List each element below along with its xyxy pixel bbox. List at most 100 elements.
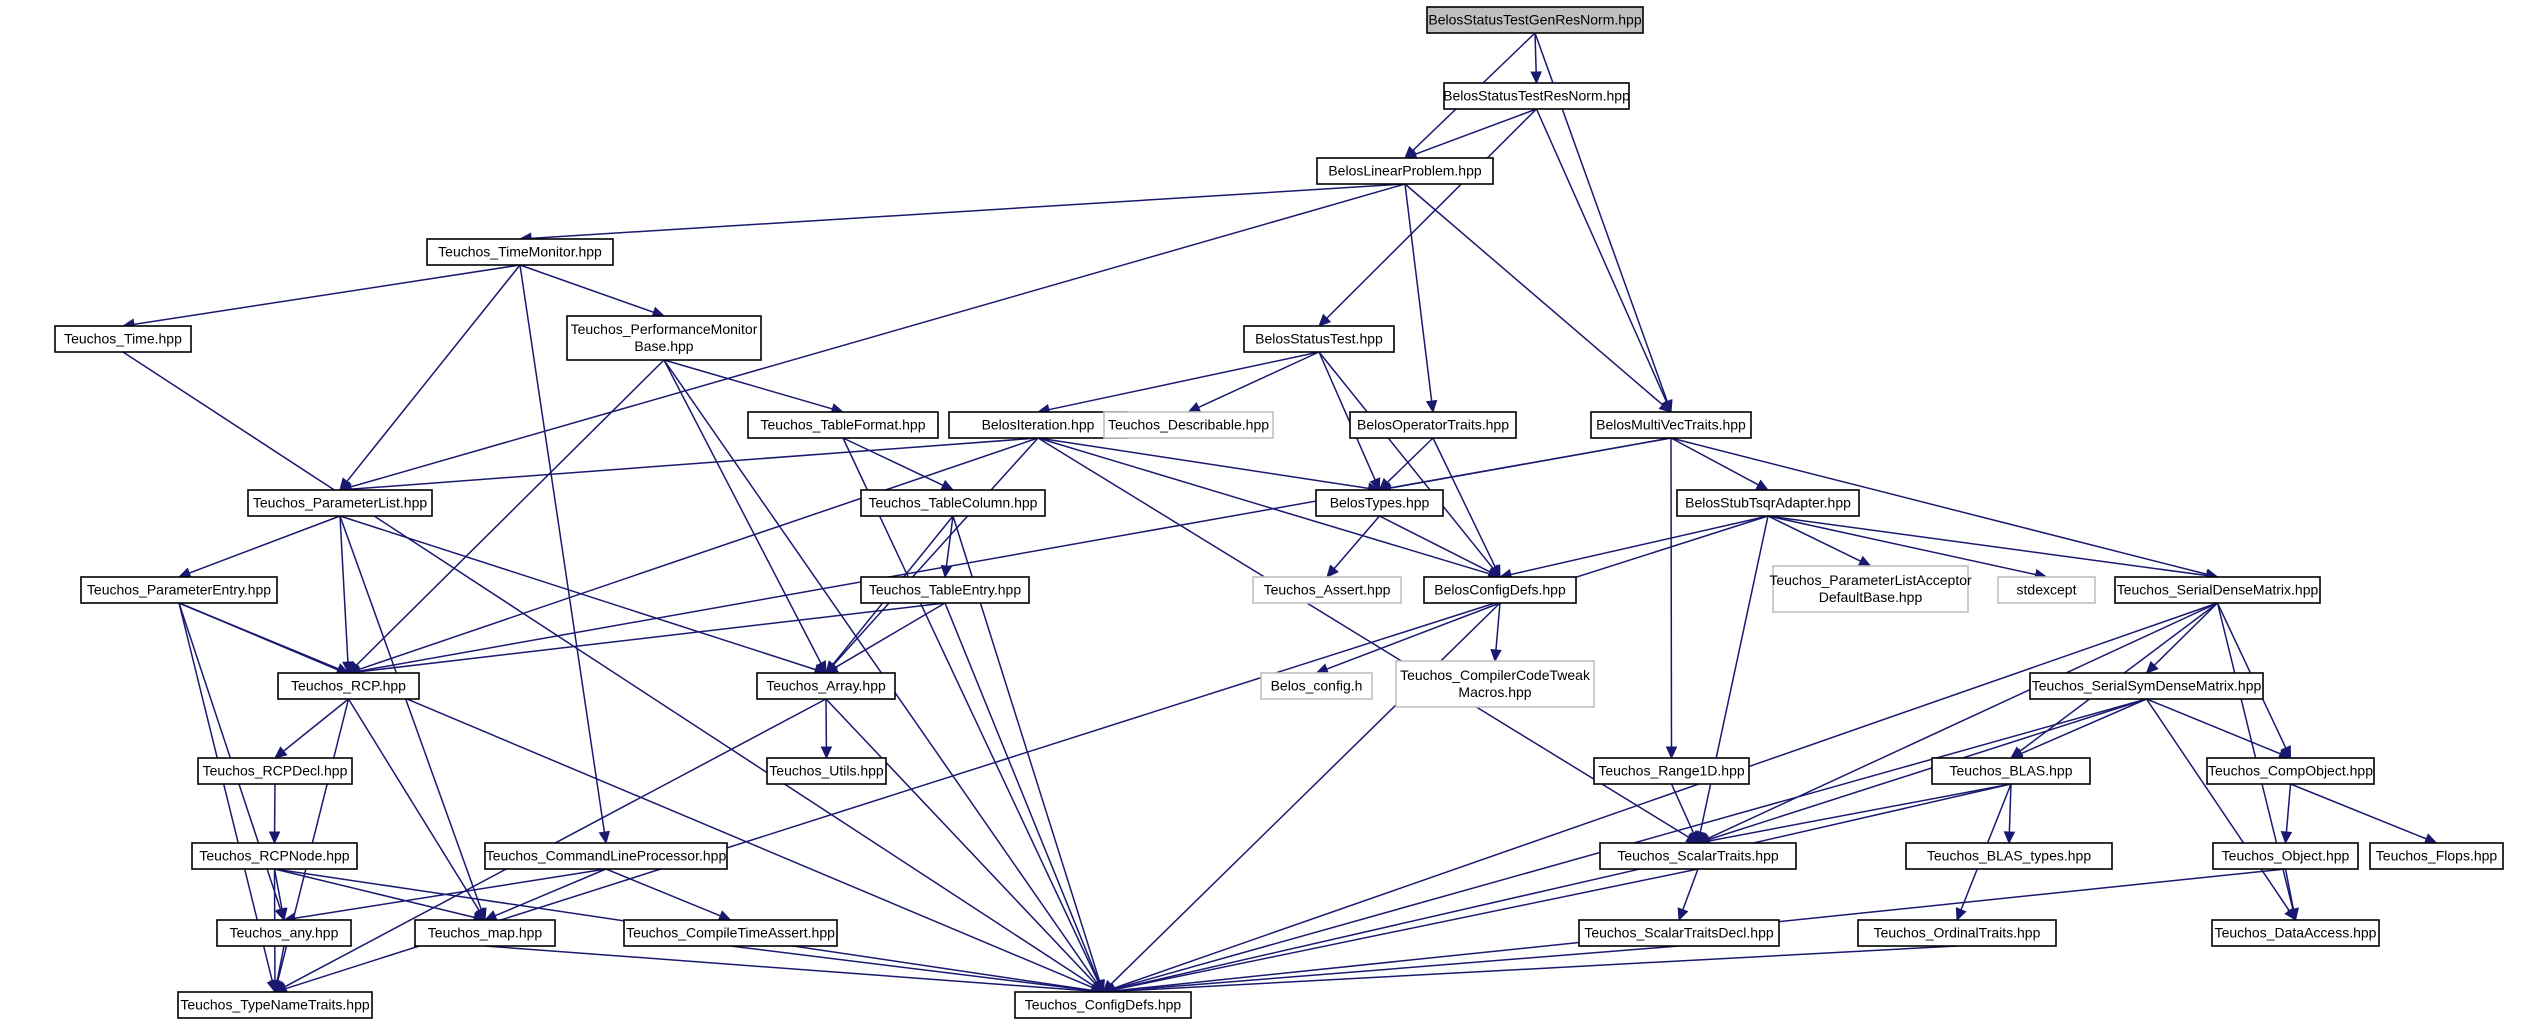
node-box[interactable] xyxy=(2206,757,2375,785)
node-teuchos-rcp-hpp[interactable]: Teuchos_RCP.hpp xyxy=(277,672,420,700)
node-teuchos-assert-hpp[interactable]: Teuchos_Assert.hpp xyxy=(1252,576,1402,604)
node-teuchos-flops-hpp[interactable]: Teuchos_Flops.hpp xyxy=(2369,842,2504,870)
edge-line xyxy=(358,437,1039,671)
node-teuchos-compiletimeassert-hpp[interactable]: Teuchos_CompileTimeAssert.hpp xyxy=(623,919,838,947)
node-box[interactable] xyxy=(1103,411,1274,439)
node-box[interactable] xyxy=(623,919,838,947)
node-box[interactable] xyxy=(1349,411,1517,439)
node-box[interactable] xyxy=(1905,842,2113,870)
node-box[interactable] xyxy=(1395,660,1595,708)
node-beloslinearproblem-hpp[interactable]: BelosLinearProblem.hpp xyxy=(1316,157,1494,185)
node-teuchos-parameterlistacceptor-defaultbase-hpp[interactable]: Teuchos_ParameterListAcceptorDefaultBase… xyxy=(1769,565,1972,613)
node-belos-config-h[interactable]: Belos_config.h xyxy=(1260,672,1373,700)
node-teuchos-object-hpp[interactable]: Teuchos_Object.hpp xyxy=(2212,842,2359,870)
node-box[interactable] xyxy=(277,672,420,700)
node-teuchos-time-hpp[interactable]: Teuchos_Time.hpp xyxy=(54,325,192,353)
node-teuchos-utils-hpp[interactable]: Teuchos_Utils.hpp xyxy=(766,757,887,785)
node-box[interactable] xyxy=(1590,411,1752,439)
node-teuchos-parameterentry-hpp[interactable]: Teuchos_ParameterEntry.hpp xyxy=(80,576,278,604)
node-belosstubtsqradapter-hpp[interactable]: BelosStubTsqrAdapter.hpp xyxy=(1676,489,1860,517)
node-teuchos-tableentry-hpp[interactable]: Teuchos_TableEntry.hpp xyxy=(860,576,1030,604)
node-box[interactable] xyxy=(2029,672,2264,700)
node-box[interactable] xyxy=(2369,842,2504,870)
node-teuchos-serialsymdensematrix-hpp[interactable]: Teuchos_SerialSymDenseMatrix.hpp xyxy=(2029,672,2264,700)
node-teuchos-any-hpp[interactable]: Teuchos_any.hpp xyxy=(216,919,352,947)
node-box[interactable] xyxy=(1578,919,1780,947)
edge-cmdline-to-map xyxy=(483,868,607,921)
node-box[interactable] xyxy=(1423,576,1577,604)
node-box[interactable] xyxy=(766,757,887,785)
node-box[interactable] xyxy=(1252,576,1402,604)
node-box[interactable] xyxy=(2114,576,2321,604)
node-box[interactable] xyxy=(1243,325,1395,353)
node-box[interactable] xyxy=(1599,842,1797,870)
node-box[interactable] xyxy=(2212,842,2359,870)
node-belosconfigdefs-hpp[interactable]: BelosConfigDefs.hpp xyxy=(1423,576,1577,604)
node-teuchos-compobject-hpp[interactable]: Teuchos_CompObject.hpp xyxy=(2206,757,2375,785)
node-teuchos-configdefs-hpp[interactable]: Teuchos_ConfigDefs.hpp xyxy=(1014,991,1192,1019)
node-belosoperatortraits-hpp[interactable]: BelosOperatorTraits.hpp xyxy=(1349,411,1517,439)
node-teuchos-array-hpp[interactable]: Teuchos_Array.hpp xyxy=(756,672,896,700)
node-box[interactable] xyxy=(566,315,762,361)
node-teuchos-ordinaltraits-hpp[interactable]: Teuchos_OrdinalTraits.hpp xyxy=(1857,919,2057,947)
node-teuchos-blas-types-hpp[interactable]: Teuchos_BLAS_types.hpp xyxy=(1905,842,2113,870)
node-box[interactable] xyxy=(1260,672,1373,700)
node-box[interactable] xyxy=(177,991,373,1019)
node-box[interactable] xyxy=(948,411,1128,439)
node-box[interactable] xyxy=(1857,919,2057,947)
edge-line xyxy=(842,437,1100,983)
node-belositeration-hpp[interactable]: BelosIteration.hpp xyxy=(948,411,1128,439)
node-teuchos-timemonitor-hpp[interactable]: Teuchos_TimeMonitor.hpp xyxy=(426,238,614,266)
node-box[interactable] xyxy=(860,576,1030,604)
node-teuchos-commandlineprocessor-hpp[interactable]: Teuchos_CommandLineProcessor.hpp xyxy=(484,842,728,870)
node-box[interactable] xyxy=(1426,6,1644,34)
node-belostypes-hpp[interactable]: BelosTypes.hpp xyxy=(1315,489,1444,517)
node-box[interactable] xyxy=(1315,489,1444,517)
node-box[interactable] xyxy=(191,842,358,870)
node-teuchos-rcpnode-hpp[interactable]: Teuchos_RCPNode.hpp xyxy=(191,842,358,870)
node-teuchos-map-hpp[interactable]: Teuchos_map.hpp xyxy=(414,919,556,947)
node-teuchos-scalartraits-hpp[interactable]: Teuchos_ScalarTraits.hpp xyxy=(1599,842,1797,870)
node-box[interactable] xyxy=(80,576,278,604)
node-belosstatustestresnorm-hpp[interactable]: BelosStatusTestResNorm.hpp xyxy=(1443,82,1630,110)
node-box[interactable] xyxy=(1676,489,1860,517)
node-teuchos-serialdensematrix-hpp[interactable]: Teuchos_SerialDenseMatrix.hpp xyxy=(2114,576,2321,604)
node-teuchos-range1d-hpp[interactable]: Teuchos_Range1D.hpp xyxy=(1593,757,1750,785)
node-box[interactable] xyxy=(756,672,896,700)
node-box[interactable] xyxy=(2211,919,2380,947)
edge-arrowhead xyxy=(1665,746,1678,760)
node-box[interactable] xyxy=(747,411,939,439)
edge-arrowhead xyxy=(1425,399,1438,414)
node-box[interactable] xyxy=(216,919,352,947)
node-teuchos-dataaccess-hpp[interactable]: Teuchos_DataAccess.hpp xyxy=(2211,919,2380,947)
node-belosstatustest-hpp[interactable]: BelosStatusTest.hpp xyxy=(1243,325,1395,353)
node-box[interactable] xyxy=(1593,757,1750,785)
node-box[interactable] xyxy=(1997,576,2096,604)
node-belosmultivectraits-hpp[interactable]: BelosMultiVecTraits.hpp xyxy=(1590,411,1752,439)
node-teuchos-blas-hpp[interactable]: Teuchos_BLAS.hpp xyxy=(1931,757,2091,785)
node-box[interactable] xyxy=(426,238,614,266)
node-teuchos-rcpdecl-hpp[interactable]: Teuchos_RCPDecl.hpp xyxy=(197,757,353,785)
node-box[interactable] xyxy=(1931,757,2091,785)
node-label: Macros.hpp xyxy=(1458,684,1531,700)
node-box[interactable] xyxy=(484,842,728,870)
node-teuchos-scalartraitsdecl-hpp[interactable]: Teuchos_ScalarTraitsDecl.hpp xyxy=(1578,919,1780,947)
node-box[interactable] xyxy=(54,325,192,353)
node-box[interactable] xyxy=(414,919,556,947)
node-box[interactable] xyxy=(1772,565,1969,613)
node-belosstatustestgenresnorm-hpp[interactable]: BelosStatusTestGenResNorm.hpp xyxy=(1426,6,1644,34)
node-box[interactable] xyxy=(1316,157,1494,185)
node-teuchos-tablecolumn-hpp[interactable]: Teuchos_TableColumn.hpp xyxy=(860,489,1046,517)
node-box[interactable] xyxy=(197,757,353,785)
node-teuchos-parameterlist-hpp[interactable]: Teuchos_ParameterList.hpp xyxy=(247,489,433,517)
node-box[interactable] xyxy=(860,489,1046,517)
node-box[interactable] xyxy=(247,489,433,517)
node-teuchos-typenametraits-hpp[interactable]: Teuchos_TypeNameTraits.hpp xyxy=(177,991,373,1019)
node-stdexcept[interactable]: stdexcept xyxy=(1997,576,2096,604)
node-teuchos-describable-hpp[interactable]: Teuchos_Describable.hpp xyxy=(1103,411,1274,439)
node-box[interactable] xyxy=(1014,991,1192,1019)
node-teuchos-tableformat-hpp[interactable]: Teuchos_TableFormat.hpp xyxy=(747,411,939,439)
node-box[interactable] xyxy=(1443,82,1630,110)
